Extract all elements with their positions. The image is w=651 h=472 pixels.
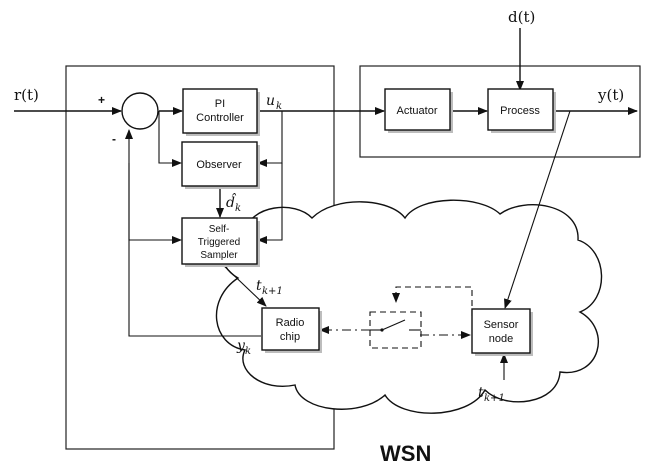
svg-text:y: y: [236, 338, 246, 354]
pi-controller-block: [182, 88, 258, 134]
svg-text:k: k: [245, 346, 251, 357]
svg-text:u: u: [266, 93, 275, 109]
process-block: [487, 88, 554, 131]
trigger-line: [221, 263, 267, 307]
disturbance-signal-label: d(t): [508, 8, 535, 26]
sampler-label-line1: Self-: [209, 224, 230, 235]
trigger-signal-label: t k+1: [256, 278, 283, 297]
measurement-signal-label: y k: [236, 338, 251, 357]
output-to-sensor-line: [504, 110, 571, 309]
svg-text:k+1: k+1: [484, 393, 505, 404]
error-to-observer-line: [158, 111, 182, 167]
pi-label-line2: Controller: [196, 112, 244, 124]
radio-label-line2: chip: [280, 331, 300, 343]
control-signal-label: u k: [266, 93, 282, 112]
feedback-line: [125, 129, 261, 337]
sensor-node-block: [471, 308, 531, 354]
switch-pivot: [380, 328, 384, 332]
svg-text:k+1: k+1: [262, 286, 283, 297]
output-signal-label: y(t): [597, 86, 624, 104]
control-to-sampler-line: [257, 163, 283, 244]
svg-text:t: t: [478, 385, 484, 401]
minus-sign: -: [112, 132, 116, 146]
svg-text:k: k: [235, 203, 241, 214]
pi-label-line1: PI: [215, 98, 225, 110]
switch-blade: [381, 319, 406, 331]
sampler-label-line3: Sampler: [200, 250, 238, 261]
observer-block: [181, 141, 258, 187]
actuator-block: [384, 88, 451, 131]
svg-text:d̂: d̂: [226, 192, 236, 211]
estimate-signal-label: d̂ k: [226, 192, 241, 214]
sensor-label-line2: node: [489, 333, 513, 345]
radio-chip-block: [261, 307, 320, 351]
actuator-label: Actuator: [397, 105, 438, 117]
wsn-label: WSN: [380, 441, 431, 466]
observer-label: Observer: [196, 159, 242, 171]
svg-text:k: k: [276, 101, 282, 112]
summing-junction: [121, 92, 159, 130]
sensor-trigger-signal-label: t k+1: [478, 385, 505, 404]
sensor-label-line1: Sensor: [484, 319, 519, 331]
switch-control-line: [392, 286, 473, 316]
plus-sign: +: [98, 93, 105, 107]
process-label: Process: [500, 105, 540, 117]
self-triggered-sampler-block: [181, 217, 258, 265]
wsn-cloud: [215, 199, 603, 414]
reference-signal-label: r(t): [14, 86, 39, 104]
sampler-label-line2: Triggered: [198, 237, 240, 248]
svg-text:t: t: [256, 278, 262, 294]
radio-label-line1: Radio: [276, 317, 305, 329]
